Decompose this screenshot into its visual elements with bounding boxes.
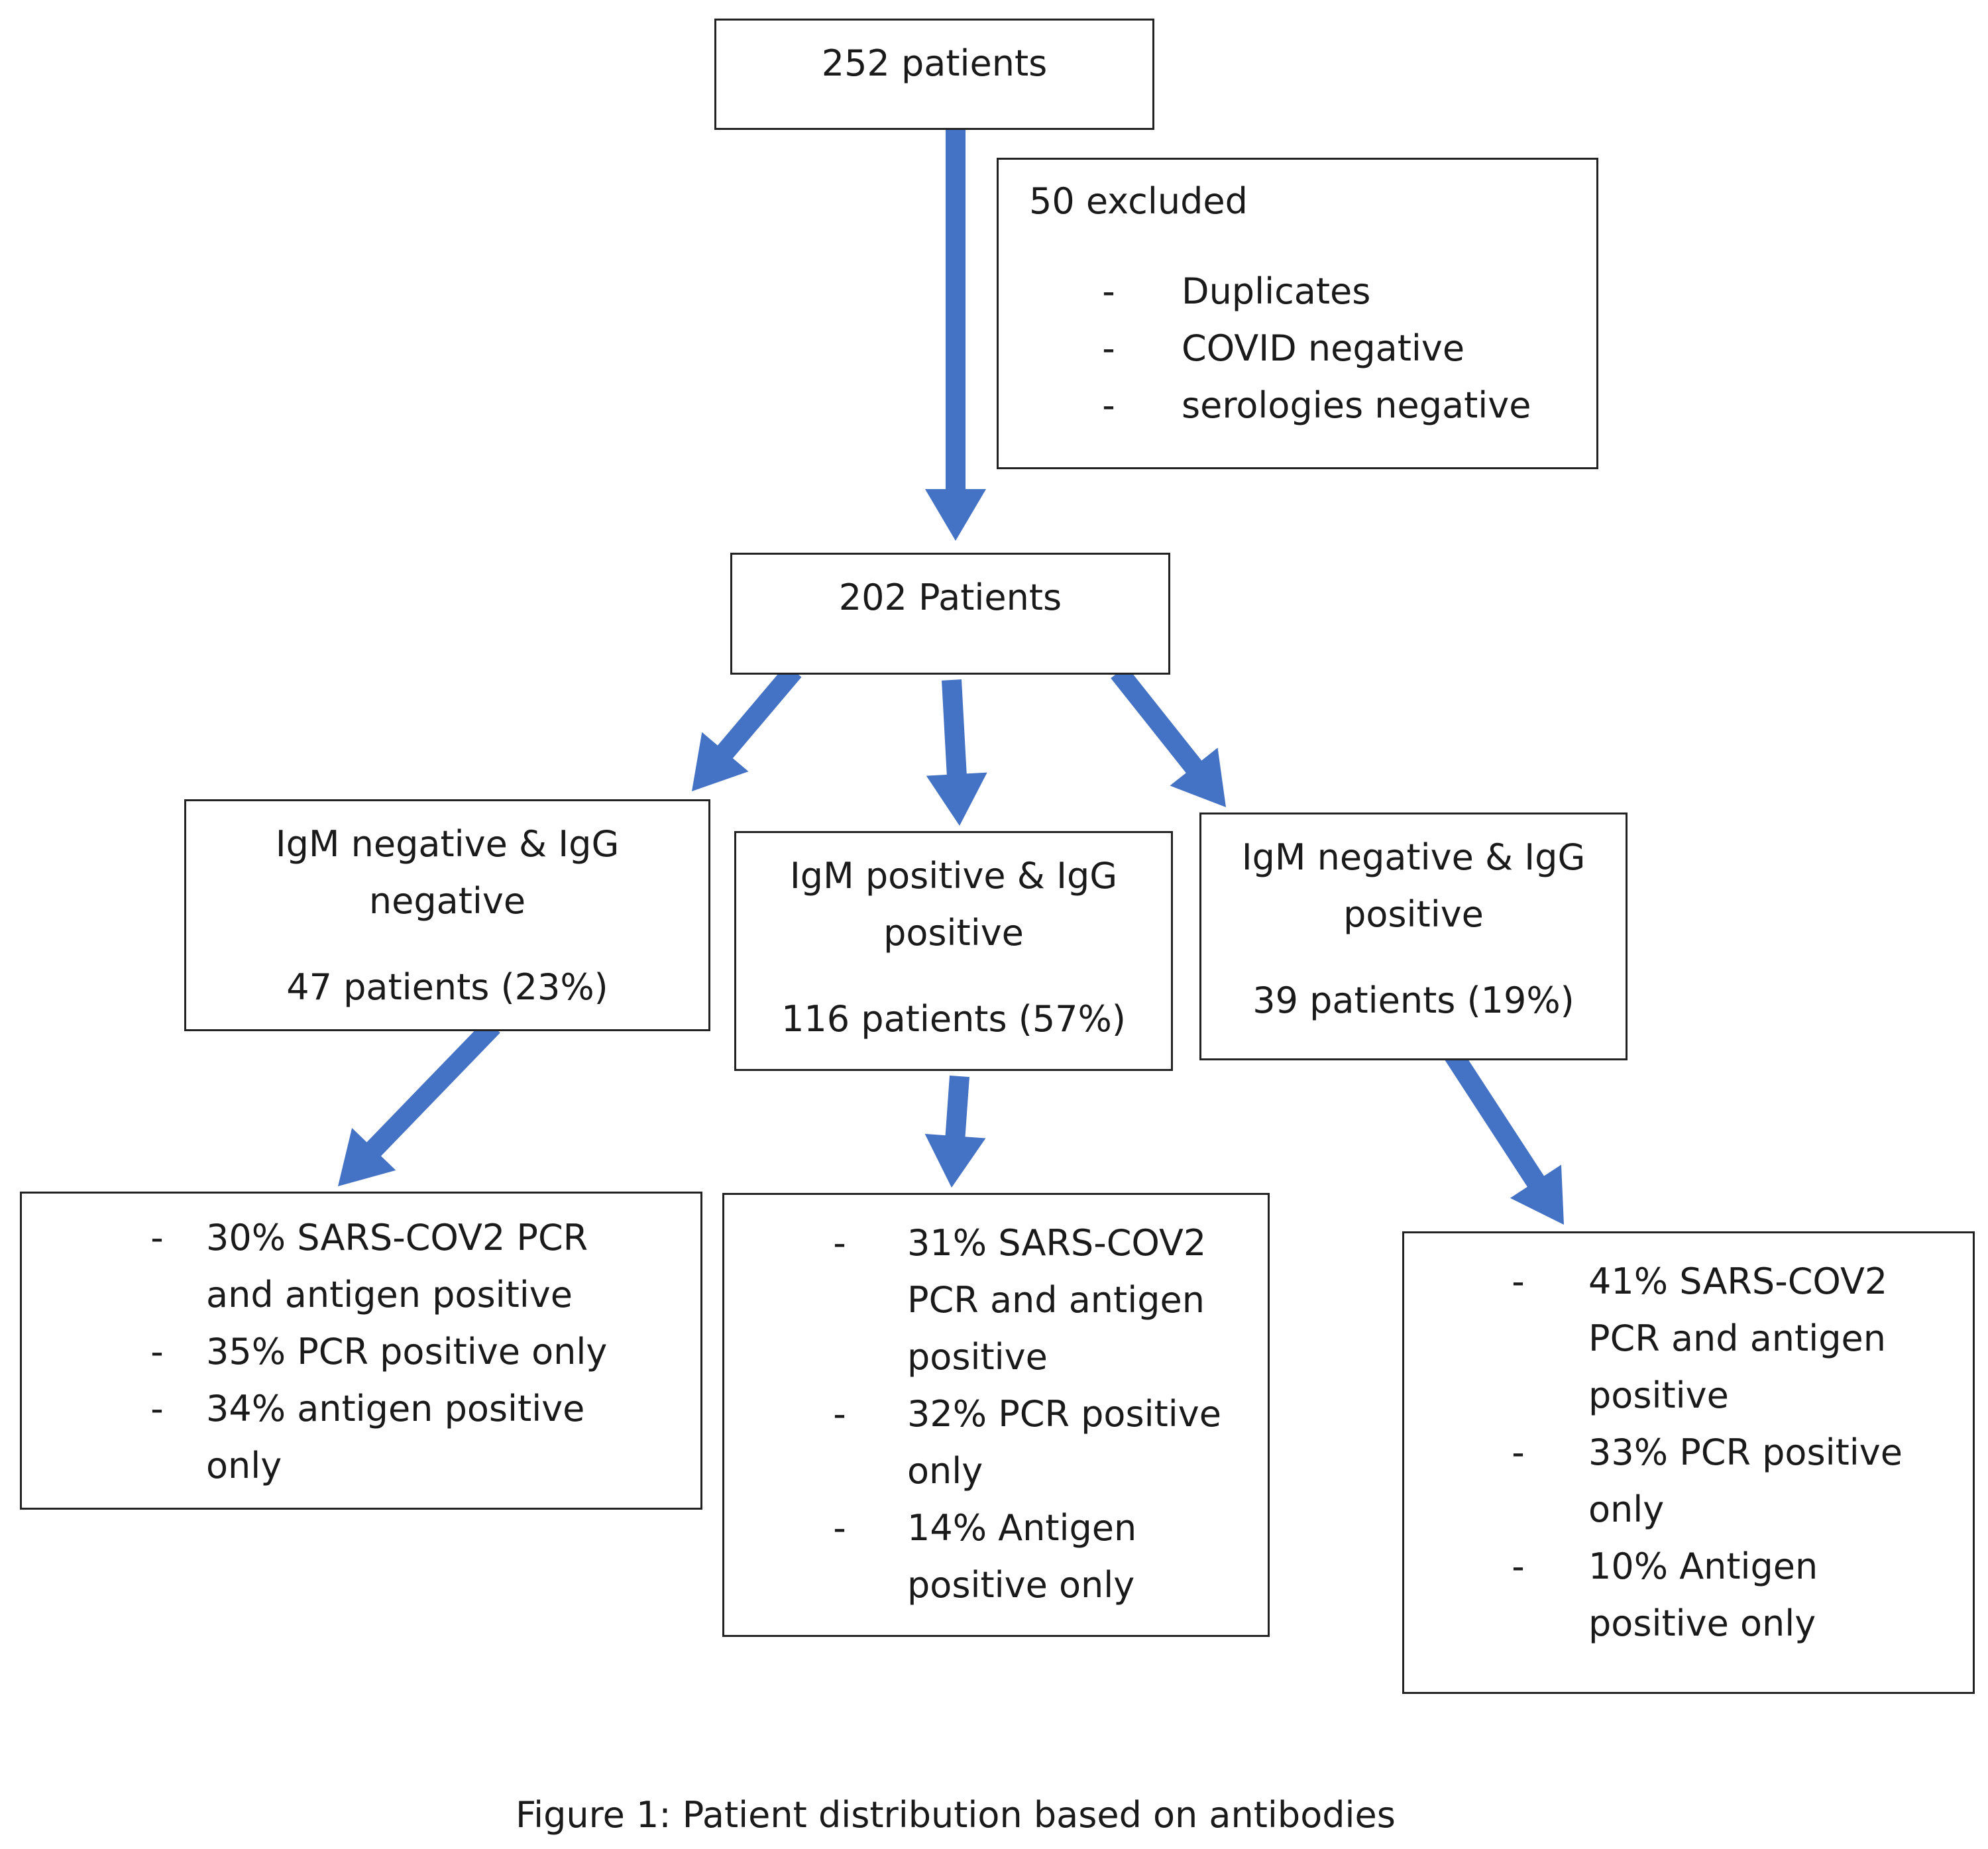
arrow-middle-to-center <box>926 679 987 826</box>
results-node-middle: - 31% SARS-COV2 PCR and antigen positive… <box>722 1193 1270 1637</box>
group-node-igm-neg-igg-neg: IgM negative & IgG negative 47 patients … <box>184 799 710 1031</box>
excluded-item: - serologies negative <box>1102 384 1531 426</box>
top-node-label: 252 patients <box>821 42 1048 84</box>
arrow-middle-to-left <box>692 664 802 791</box>
excluded-item: - Duplicates <box>1102 270 1371 312</box>
results-item: - 32% PCR positive only <box>833 1393 1221 1492</box>
results-item: - 10% Antigen positive only <box>1512 1545 1818 1644</box>
arrow-shaft <box>942 679 967 777</box>
arrow-head <box>925 489 986 541</box>
group-line: IgM negative & IgG <box>275 823 620 865</box>
results-node-right: - 41% SARS-COV2 PCR and antigen positive… <box>1402 1231 1975 1694</box>
results-list: - 41% SARS-COV2 PCR and antigen positive… <box>1404 1253 1961 1652</box>
group-count: 39 patients (19%) <box>1252 980 1574 1021</box>
middle-node-label: 202 Patients <box>838 577 1062 618</box>
arrow-center-to-results <box>924 1075 986 1188</box>
excluded-item: - COVID negative <box>1102 327 1465 369</box>
group-line: positive <box>883 912 1024 954</box>
top-node: 252 patients <box>714 19 1154 130</box>
arrow-left-to-results <box>338 1019 500 1186</box>
results-list: - 31% SARS-COV2 PCR and antigen positive… <box>724 1215 1254 1614</box>
arrow-middle-to-right <box>1111 665 1226 807</box>
arrow-head <box>924 1133 986 1188</box>
results-item: - 14% Antigen positive only <box>833 1507 1137 1606</box>
arrow-top-to-middle <box>925 127 986 541</box>
group-line: negative <box>368 880 526 922</box>
results-list: - 30% SARS-COV2 PCR and antigen positive… <box>22 1209 685 1494</box>
group-node-igm-neg-igg-pos: IgM negative & IgG positive 39 patients … <box>1199 812 1628 1060</box>
arrow-shaft <box>945 1075 969 1140</box>
group-count: 116 patients (57%) <box>781 998 1126 1040</box>
arrow-shaft <box>1111 665 1203 775</box>
results-item: - 34% antigen positive only <box>150 1388 585 1486</box>
middle-node: 202 Patients <box>730 553 1170 675</box>
results-item: - 31% SARS-COV2 PCR and antigen positive <box>833 1222 1207 1378</box>
arrow-shaft <box>1444 1048 1546 1190</box>
group-count: 47 patients (23%) <box>286 966 608 1008</box>
arrow-head <box>338 1127 396 1186</box>
arrow-shaft <box>364 1019 500 1158</box>
arrow-head <box>926 772 987 826</box>
excluded-node: 50 excluded - Duplicates - COVID negativ… <box>997 158 1598 469</box>
group-line: IgM negative & IgG <box>1241 836 1586 878</box>
results-item: - 41% SARS-COV2 PCR and antigen positive <box>1512 1261 1888 1416</box>
arrow-shaft <box>716 664 802 761</box>
results-node-left: - 30% SARS-COV2 PCR and antigen positive… <box>20 1192 702 1510</box>
results-item: - 35% PCR positive only <box>150 1331 608 1373</box>
arrow-head <box>692 732 749 791</box>
excluded-list: - Duplicates - COVID negative - serologi… <box>999 263 1531 434</box>
figure-caption: Figure 1: Patient distribution based on … <box>516 1794 1396 1836</box>
excluded-title: 50 excluded <box>1029 180 1248 222</box>
results-item: - 33% PCR positive only <box>1512 1431 1903 1530</box>
group-node-igm-pos-igg-pos: IgM positive & IgG positive 116 patients… <box>734 831 1173 1071</box>
results-item: - 30% SARS-COV2 PCR and antigen positive <box>150 1217 588 1316</box>
arrow-right-to-results <box>1444 1048 1564 1225</box>
group-line: positive <box>1343 893 1484 935</box>
arrow-head <box>1170 748 1226 807</box>
arrow-head <box>1510 1164 1564 1225</box>
group-line: IgM positive & IgG <box>789 855 1118 897</box>
